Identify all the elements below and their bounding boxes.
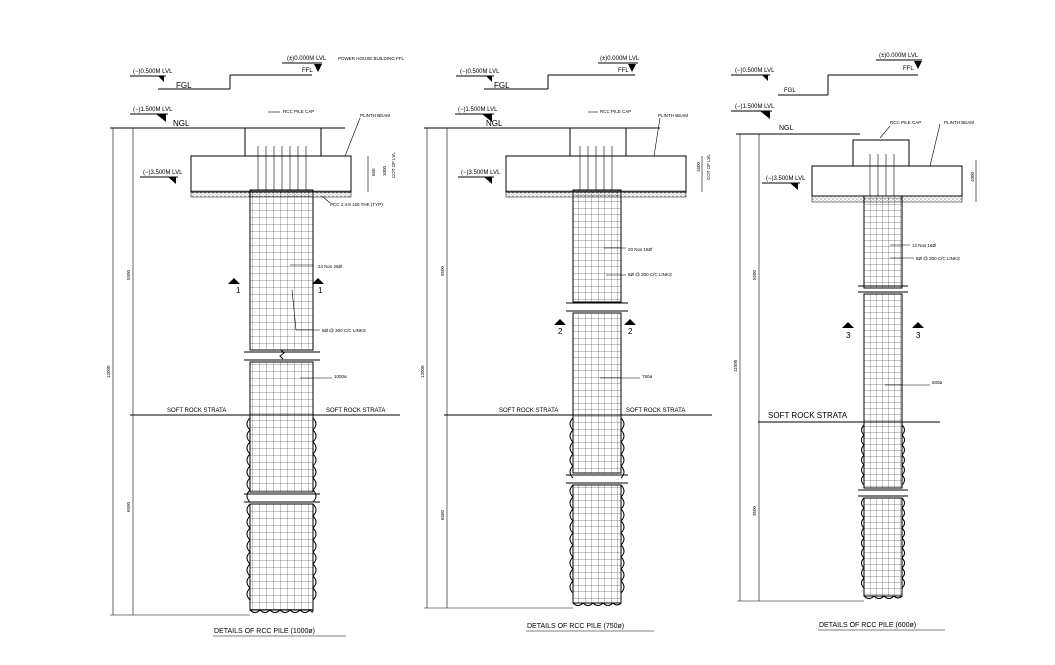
pile3-section-right-icon bbox=[912, 322, 924, 328]
pile1-cut-marker-icon bbox=[168, 177, 176, 184]
pile1-links-label: 8Ø @ 300 C/C LINKS bbox=[322, 328, 366, 333]
pile3-shaft-upper bbox=[863, 195, 903, 289]
pile2-ffl-marker-icon bbox=[628, 64, 636, 72]
pile3-fgl: FGL bbox=[784, 88, 796, 94]
pile-1000-detail: (−)0.500M LVL FGL (±)0.000M LVL POWER HO… bbox=[106, 56, 405, 637]
pile1-section-right: 1 bbox=[318, 286, 323, 295]
pile2-section-left-icon bbox=[554, 319, 566, 325]
pile2-plinth-label: PLINTH BEAM bbox=[658, 113, 688, 118]
pile2-caption: DETAILS OF RCC PILE (750ø) bbox=[527, 623, 624, 630]
pile3-lvl-top-right: (±)0.000M LVL bbox=[879, 53, 919, 59]
pile1-caption: DETAILS OF RCC PILE (1000ø) bbox=[214, 628, 315, 635]
pile3-ngl-marker-icon bbox=[760, 111, 770, 119]
pile1-bars-label: 24 Nos 25Ø bbox=[318, 264, 343, 269]
pile1-dia-label: 1000ø bbox=[334, 374, 347, 379]
pile3-cut-marker-icon bbox=[790, 183, 798, 190]
pile-600-detail: (−)0.500M LVL FGL (±)0.000M LVL FFL (−)1… bbox=[731, 53, 977, 631]
pile1-plinth-label: PLINTH BEAM bbox=[360, 113, 390, 118]
pile1-note-cut: PCC 1:4:8 150 THK (TYP) bbox=[330, 202, 383, 207]
pile2-dim-lower: 6500 bbox=[440, 509, 445, 520]
pile2-bars-label: 20 Nos 16Ø bbox=[628, 247, 653, 252]
pile3-section-left-icon bbox=[842, 322, 854, 328]
pile2-dim-cap-a: 1600 bbox=[696, 161, 701, 172]
pile2-lvl-ngl: (−)1.500M LVL bbox=[458, 107, 498, 113]
pile2-fgl-marker-icon bbox=[486, 76, 492, 82]
pile2-section-left: 2 bbox=[558, 327, 563, 336]
pile1-lvl-ngl: (−)1.500M LVL bbox=[133, 107, 173, 113]
pile3-strata-left: SOFT ROCK STRATA bbox=[768, 411, 848, 420]
pile2-shaft-upper bbox=[572, 189, 622, 303]
pile1-section-right-icon bbox=[312, 278, 324, 284]
pile3-lvl-top-left: (−)0.500M LVL bbox=[735, 68, 775, 74]
pile3-ffl: FFL bbox=[903, 66, 914, 72]
pile1-strata-right: SOFT ROCK STRATA bbox=[326, 408, 385, 414]
pile3-dia-label: 600ø bbox=[932, 380, 943, 385]
pile2-cut-marker-icon bbox=[484, 177, 492, 184]
pile2-lvl-top-right: (±)0.000M LVL bbox=[600, 56, 640, 62]
pile3-ffl-marker-icon bbox=[914, 61, 922, 69]
pile1-dim-lower: 6500 bbox=[126, 501, 131, 512]
pile1-ngl-marker-icon bbox=[156, 114, 166, 122]
pile1-dim-cap-a: 650 bbox=[371, 168, 376, 176]
pile1-pile-cap-label: RCC PILE CAP bbox=[283, 109, 314, 114]
pile1-ffl-marker-icon bbox=[314, 64, 322, 72]
pile3-plinth-label: PLINTH BEAM bbox=[944, 120, 974, 125]
pile2-strata-right: SOFT ROCK STRATA bbox=[626, 408, 685, 414]
pile3-dim-cap-a: 1000 bbox=[970, 171, 975, 182]
pile-750-detail: (−)0.500M LVL FGL (±)0.000M LVL FFL (−)1… bbox=[420, 56, 712, 632]
pile1-fgl: FGL bbox=[176, 81, 192, 90]
pile2-lvl-cut: (−)3.500M LVL bbox=[461, 170, 501, 176]
pile2-section-right: 2 bbox=[628, 327, 633, 336]
pile3-section-left: 3 bbox=[846, 331, 851, 340]
pile2-dia-label: 750ø bbox=[642, 374, 653, 379]
pile1-section-left-icon bbox=[228, 278, 240, 284]
pile1-shaft-upper bbox=[249, 189, 314, 351]
pile3-dim-total: 11000 bbox=[733, 359, 738, 372]
pile3-lvl-cut: (−)3.500M LVL bbox=[766, 176, 806, 182]
pile2-dim-cap-b: COT OF LVL bbox=[706, 154, 711, 180]
pile3-fgl-marker-icon bbox=[762, 75, 768, 81]
pile3-section-right: 3 bbox=[916, 331, 921, 340]
pile1-lvl-top-right: (±)0.000M LVL bbox=[287, 56, 327, 62]
pile1-ffl-note: POWER HOUSE BUILDING FFL bbox=[338, 56, 405, 61]
pile3-pile-cap-label: RCC PILE CAP bbox=[890, 120, 921, 125]
pile3-lvl-ngl: (−)1.500M LVL bbox=[735, 104, 775, 110]
pile1-dim-upper: 5500 bbox=[126, 269, 131, 280]
pile2-dim-upper: 5500 bbox=[440, 265, 445, 276]
pile2-pile-cap-label: RCC PILE CAP bbox=[600, 109, 631, 114]
pile1-dim-cap-c: COT OF LVL bbox=[391, 152, 396, 178]
pile3-bars-label: 12 Nos 16Ø bbox=[912, 243, 937, 248]
pile2-dim-total: 12000 bbox=[420, 365, 425, 378]
pile2-lvl-top-left: (−)0.500M LVL bbox=[460, 69, 500, 75]
pile2-ngl-marker-icon bbox=[482, 114, 492, 122]
pile1-strata-left: SOFT ROCK STRATA bbox=[167, 408, 226, 414]
pile2-links-label: 8Ø @ 300 C/C LINKS bbox=[628, 272, 672, 277]
pile2-fgl: FGL bbox=[494, 81, 510, 90]
pile2-ngl: NGL bbox=[486, 119, 503, 128]
pile1-ngl: NGL bbox=[173, 119, 190, 128]
pile3-caption: DETAILS OF RCC PILE (600ø) bbox=[819, 622, 916, 629]
pile3-dim-lower: 3500 bbox=[752, 505, 757, 516]
pile1-dim-cap-b: 1000 bbox=[382, 165, 387, 176]
pile1-lvl-cut: (−)3.500M LVL bbox=[143, 170, 183, 176]
pile2-ffl: FFL bbox=[618, 68, 629, 74]
pile1-fgl-marker-icon bbox=[158, 76, 164, 82]
pile1-section-left: 1 bbox=[236, 286, 241, 295]
pile2-strata-left: SOFT ROCK STRATA bbox=[499, 408, 558, 414]
pile2-section-right-icon bbox=[624, 319, 636, 325]
pile3-dim-upper: 5500 bbox=[752, 269, 757, 280]
pile3-links-label: 8Ø @ 300 C/C LINKS bbox=[916, 256, 960, 261]
pile1-lvl-top-left: (−)0.500M LVL bbox=[133, 69, 173, 75]
pile1-dim-total: 12000 bbox=[106, 365, 111, 378]
pile3-ngl: NGL bbox=[779, 125, 794, 132]
pile1-ffl: FFL bbox=[302, 68, 313, 74]
